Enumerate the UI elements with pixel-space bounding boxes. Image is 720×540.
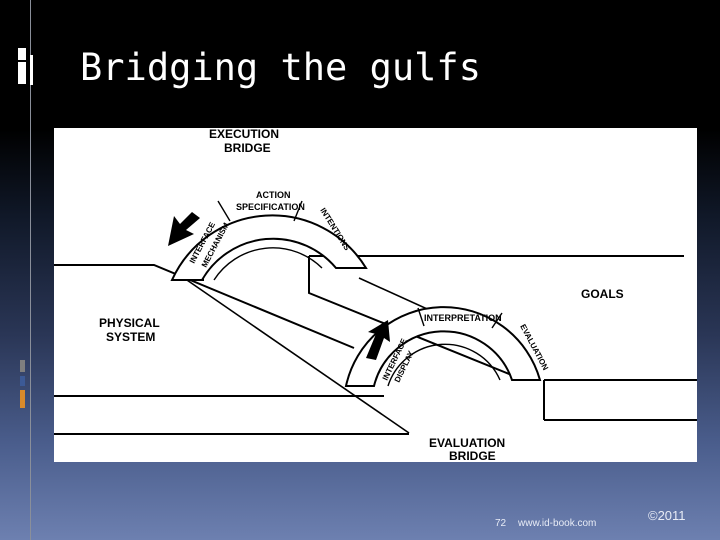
accent-block <box>18 48 26 60</box>
interpretation-label: INTERPRETATION <box>424 313 502 323</box>
gulfs-diagram: EXECUTION BRIDGE ACTION SPECIFICATION IN… <box>54 127 697 463</box>
bridge-diagram-svg: EXECUTION BRIDGE ACTION SPECIFICATION IN… <box>54 127 697 463</box>
evaluation-bridge-label: EVALUATION <box>429 436 505 450</box>
system-slope <box>183 277 410 434</box>
execution-arrow-icon <box>168 212 200 246</box>
physical-system-label: PHYSICAL <box>99 316 160 330</box>
accent-block <box>30 55 33 85</box>
evaluation-bridge-arch <box>344 306 542 387</box>
action-specification-label: SPECIFICATION <box>236 202 305 212</box>
physical-system-label: SYSTEM <box>106 330 155 344</box>
website-link[interactable]: www.id-book.com <box>518 518 597 529</box>
execution-bridge-inner <box>213 247 323 281</box>
execution-bridge-label: BRIDGE <box>224 141 271 155</box>
accent-block <box>20 360 25 372</box>
execution-bridge-divider <box>293 200 303 222</box>
system-shelf-edge <box>54 264 355 349</box>
evaluation-bridge-divider <box>417 307 425 327</box>
execution-bridge-label: EXECUTION <box>209 128 279 141</box>
goals-label: GOALS <box>581 287 624 301</box>
accent-block <box>18 62 26 84</box>
execution-bridge-arch <box>170 214 368 281</box>
evaluation-bridge-divider <box>491 312 503 329</box>
evaluation-bridge-label: BRIDGE <box>449 449 496 462</box>
left-rule <box>30 0 31 540</box>
copyright: ©2011 <box>648 508 686 523</box>
accent-block <box>20 376 25 386</box>
page-number: 72 <box>495 518 507 529</box>
slide-title: Bridging the gulfs <box>80 46 481 89</box>
evaluation-bridge-inner <box>387 343 501 387</box>
goals-plateau-slope <box>308 256 525 381</box>
accent-block <box>20 390 25 408</box>
action-specification-label: ACTION <box>256 190 291 200</box>
execution-bridge-divider <box>217 200 231 222</box>
evaluation-arrow-icon <box>366 320 390 360</box>
